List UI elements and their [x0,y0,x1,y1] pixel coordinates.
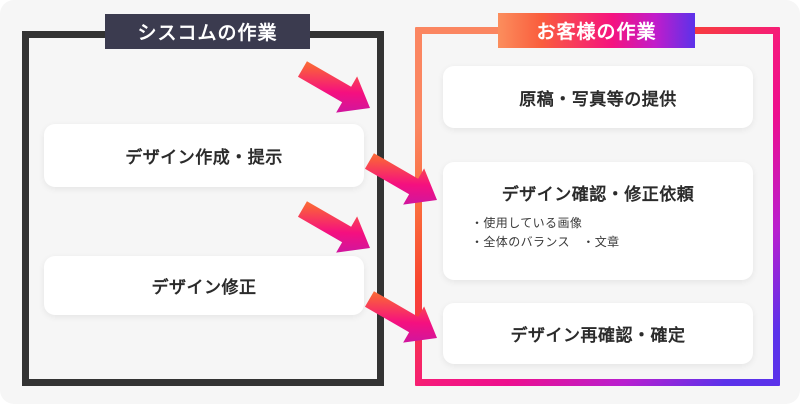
card-title: デザイン作成・提示 [125,148,283,168]
card-title: デザイン確認・修正依頼 [501,185,695,205]
card-title: デザイン修正 [151,278,257,298]
card-title: 原稿・写真等の提供 [519,89,677,110]
left-panel-ribbon-label: シスコムの作業 [137,22,278,44]
card-design-final-confirmation[interactable]: デザイン再確認・確定 [443,303,753,364]
card-material-provision[interactable]: 原稿・写真等の提供 [443,66,753,128]
left-panel-ribbon-title: シスコムの作業 [105,14,310,49]
card-sublist-item: ・全体のバランス ・文章 [471,235,620,250]
card-design-confirmation[interactable]: デザイン確認・修正依頼 ・使用している画像 ・全体のバランス ・文章 [443,162,753,280]
card-design-creation[interactable]: デザイン作成・提示 [44,124,364,187]
right-panel-ribbon-title: お客様の作業 [498,13,695,48]
right-panel-ribbon-label: お客様の作業 [536,21,657,43]
card-sublist-item: ・使用している画像 [471,216,583,230]
card-sublist: ・使用している画像 ・全体のバランス ・文章 [443,214,620,252]
card-title: デザイン再確認・確定 [510,326,686,346]
left-panel-siscom [22,31,384,386]
card-design-revision[interactable]: デザイン修正 [44,256,364,315]
